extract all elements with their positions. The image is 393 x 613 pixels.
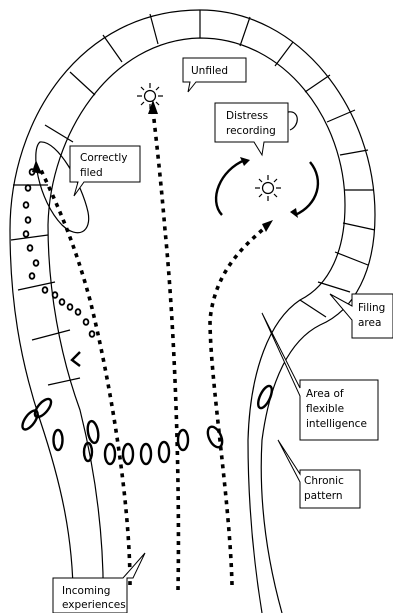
distress-label-2: recording	[226, 125, 276, 137]
path-unfiled	[153, 110, 178, 590]
incoming-ovals	[20, 352, 275, 464]
distress-label-1: Distress	[226, 110, 268, 122]
callout-chronic-pattern: Chronic pattern	[278, 440, 360, 508]
flexible-label-3: intelligence	[306, 418, 367, 430]
chronic-label-2: pattern	[304, 490, 343, 502]
filing-label-1: Filing	[358, 302, 385, 314]
flexible-label-1: Area of	[306, 388, 344, 400]
correctly-label-1: Correctly	[80, 152, 127, 164]
incoming-label-2: experiences	[62, 599, 126, 611]
flexible-label-2: flexible	[306, 403, 344, 415]
inner-outline	[48, 38, 345, 613]
incoming-label-1: Incoming	[62, 585, 110, 597]
unfiled-label: Unfiled	[191, 65, 228, 77]
chronic-label-1: Chronic	[304, 475, 344, 487]
callout-unfiled: Unfiled	[183, 58, 246, 92]
callout-filing-area: Filing area	[330, 294, 393, 338]
callout-distress-recording: Distress recording	[215, 103, 297, 155]
sun-burst-icon	[137, 83, 163, 109]
outer-outline	[10, 10, 375, 613]
filed-dots	[24, 169, 95, 337]
filing-label-2: area	[358, 317, 381, 329]
distress-star-icon	[255, 175, 281, 201]
correctly-label-2: filed	[80, 167, 103, 179]
